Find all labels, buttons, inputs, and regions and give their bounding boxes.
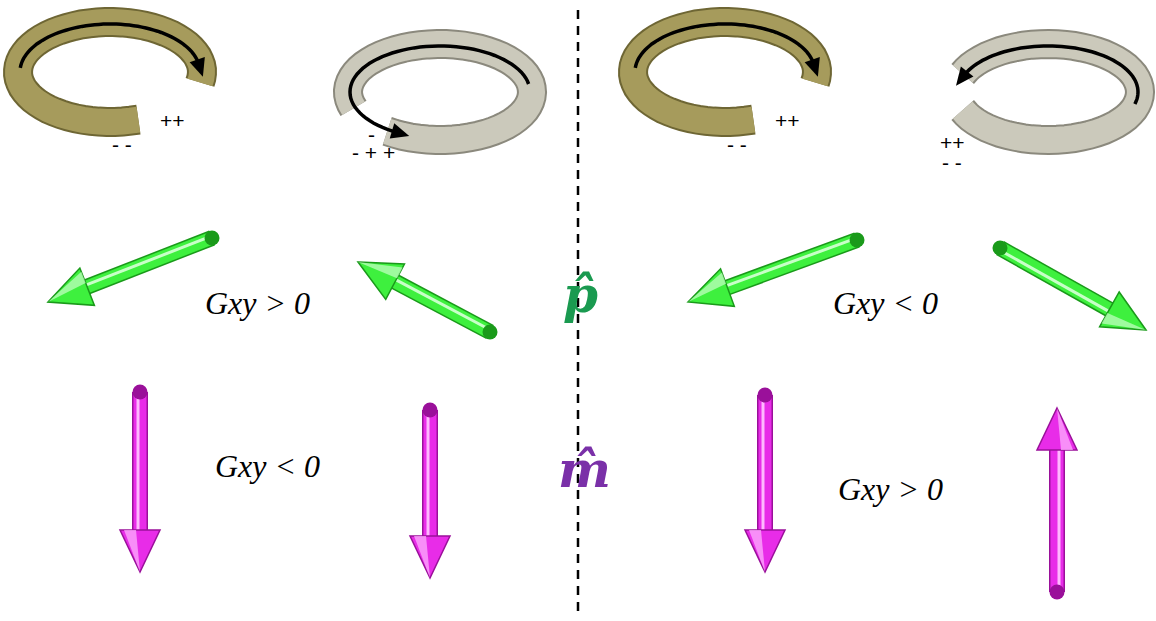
charge-sign: - + + bbox=[352, 142, 395, 163]
polarization-arrow-shaft-edge bbox=[395, 282, 490, 332]
polarization-arrow-head bbox=[688, 269, 734, 307]
polarization-arrow-shaft bbox=[727, 240, 857, 288]
gxy-sign-label: Gxy > 0 bbox=[205, 287, 310, 319]
magnetization-arrow-tail bbox=[133, 385, 148, 400]
polarization-arrow-tail bbox=[993, 241, 1008, 256]
magnetization-arrow-shaft bbox=[134, 392, 147, 530]
magnetization-arrow-head bbox=[1037, 408, 1077, 450]
current-arc bbox=[350, 46, 529, 133]
ring-body bbox=[963, 44, 1140, 140]
charge-sign: ++ bbox=[160, 110, 185, 131]
current-arc bbox=[20, 24, 199, 68]
polarization-arrow-head-shine bbox=[1102, 313, 1146, 330]
magnetization-arrow-tail bbox=[1050, 585, 1065, 600]
magnetization-arrow-highlight bbox=[762, 395, 765, 530]
polarization-arrow-head bbox=[1100, 292, 1146, 330]
ring-outline bbox=[18, 22, 202, 122]
polarization-arrow-tail bbox=[850, 233, 865, 248]
current-arc bbox=[963, 46, 1138, 104]
polarization-arrow-shaft bbox=[395, 282, 490, 332]
magnetization-arrow-head-shine bbox=[1057, 408, 1073, 450]
gxy-sign-label: Gxy < 0 bbox=[215, 450, 320, 482]
polarization-arrow-tail bbox=[483, 325, 498, 340]
polarization-arrow-shaft bbox=[87, 238, 212, 287]
polarization-arrow-head bbox=[358, 262, 404, 299]
charge-sign: ++ bbox=[940, 132, 965, 153]
ring-body bbox=[633, 22, 817, 122]
ring-outline bbox=[633, 22, 817, 122]
shape-group bbox=[18, 22, 1146, 600]
magnetization-arrow-shaft bbox=[1051, 450, 1064, 592]
polarization-arrow-highlight bbox=[999, 250, 1108, 311]
magnetization-arrow-shaft-edge bbox=[1049, 450, 1065, 592]
magnetization-arrow-head bbox=[120, 530, 160, 572]
polarization-arrow-shaft-edge bbox=[727, 240, 857, 288]
ring-outline bbox=[963, 44, 1140, 140]
polarization-symbol: p̂ bbox=[563, 270, 598, 320]
polarization-arrow-highlight bbox=[86, 236, 211, 285]
magnetization-arrow-head bbox=[410, 536, 450, 578]
ring-outline bbox=[348, 44, 532, 140]
magnetization-symbol: m̂ bbox=[558, 445, 611, 495]
magnetization-arrow-shaft bbox=[424, 410, 437, 536]
magnetization-arrow-shaft-edge bbox=[757, 395, 773, 530]
current-arrowhead bbox=[805, 57, 820, 77]
magnetization-arrow-highlight bbox=[427, 410, 430, 536]
magnetization-arrow-tail bbox=[758, 388, 773, 403]
charge-sign: ++ bbox=[775, 110, 800, 131]
ring-body bbox=[18, 22, 202, 122]
polarization-arrow-highlight bbox=[396, 280, 491, 330]
magnetization-arrow-shaft-edge bbox=[422, 410, 438, 536]
charge-sign: - - bbox=[727, 134, 747, 155]
gxy-sign-label: Gxy < 0 bbox=[833, 287, 938, 319]
polarization-arrow-shaft-edge bbox=[1000, 248, 1109, 309]
current-arrowhead bbox=[390, 123, 410, 138]
charge-sign: - - bbox=[112, 134, 132, 155]
charge-sign: - - bbox=[942, 152, 962, 173]
magnetization-arrow-highlight bbox=[137, 392, 140, 530]
current-arc bbox=[635, 24, 814, 68]
magnetization-arrow-highlight bbox=[1058, 450, 1061, 592]
polarization-arrow-shaft-edge bbox=[87, 238, 212, 287]
current-arrowhead bbox=[956, 67, 973, 86]
ring-body bbox=[348, 44, 532, 140]
magnetization-arrow-head-shine bbox=[749, 530, 765, 572]
magnetization-arrow-head-shine bbox=[124, 530, 140, 572]
polarization-arrow-head-shine bbox=[48, 272, 86, 302]
polarization-arrow-head-shine bbox=[688, 273, 726, 302]
magnetization-arrow-head-shine bbox=[414, 536, 430, 578]
polarization-arrow-highlight bbox=[727, 238, 857, 286]
polarization-arrow-head-shine bbox=[358, 262, 403, 278]
polarization-arrow-tail bbox=[205, 231, 220, 246]
current-arrowhead bbox=[190, 57, 205, 77]
magnetization-arrow-shaft-edge bbox=[132, 392, 148, 530]
magnetization-arrow-head bbox=[745, 530, 785, 572]
polarization-arrow-head bbox=[48, 268, 94, 305]
gxy-sign-label: Gxy > 0 bbox=[838, 473, 943, 505]
magnetization-arrow-tail bbox=[423, 403, 438, 418]
polarization-arrow-shaft bbox=[1000, 248, 1109, 309]
magnetization-arrow-shaft bbox=[759, 395, 772, 530]
